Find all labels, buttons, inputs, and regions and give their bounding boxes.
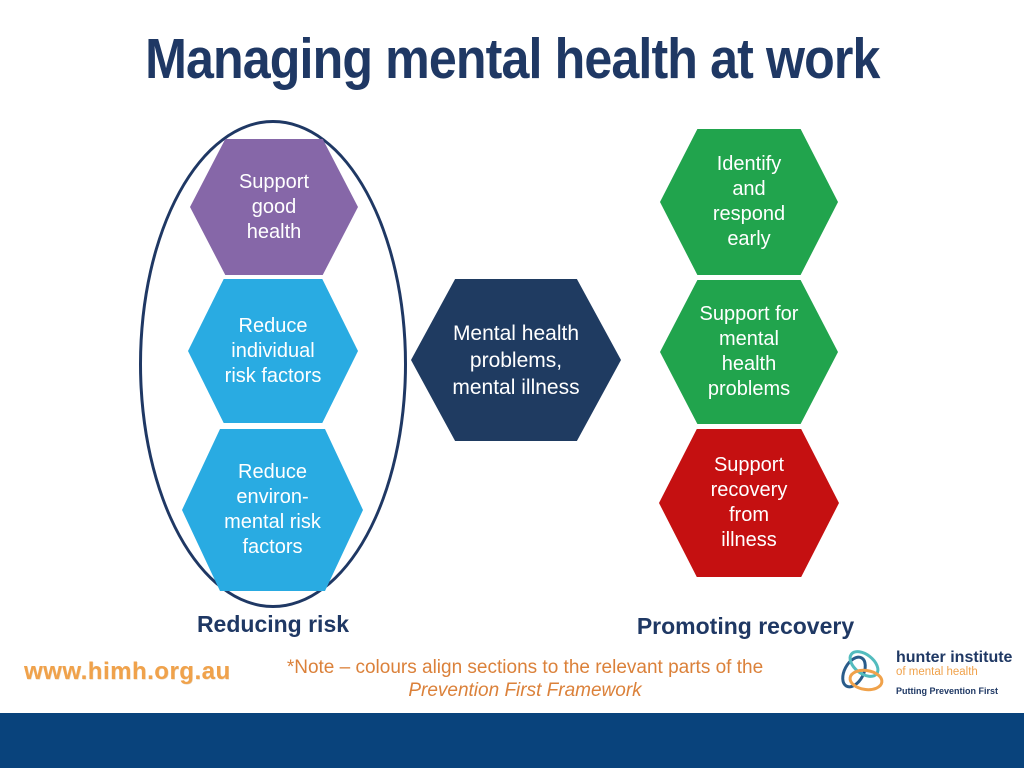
slide-title-text: Managing mental health at work <box>144 27 880 91</box>
hexagon-mental-health-problems: Mental health problems, mental illness <box>411 279 621 441</box>
himh-logo: hunter institute of mental health Puttin… <box>836 642 1012 702</box>
hexagon-label: Support recovery from illness <box>710 454 788 551</box>
logo-name: hunter institute <box>896 649 1013 666</box>
logo-subtitle: of mental health <box>896 666 978 678</box>
hexagon-reduce-individual-risk-factors: Reduce individual risk factors <box>188 279 358 423</box>
hexagon-support-for-mental-health-problems: Support for mental health problems <box>660 280 838 424</box>
note-text: *Note – colours align sections to the re… <box>255 656 795 702</box>
logo-text-block: hunter institute of mental health Puttin… <box>896 642 1013 697</box>
hexagon-label: Reduce individual risk factors <box>224 314 322 387</box>
hexagon-label: Mental health problems, mental illness <box>452 321 580 399</box>
reducing-risk-ellipse-outline <box>139 120 407 608</box>
logo-rings-icon <box>841 650 884 692</box>
hexagon-label: Support good health <box>238 170 310 243</box>
footer-bar <box>0 713 1024 768</box>
hexagon-reduce-environmental-risk-factors: Reduce environ- mental risk factors <box>182 429 363 591</box>
note-line1: *Note – colours align sections to the re… <box>286 657 764 678</box>
hexagon-label: Support for mental health problems <box>699 303 799 400</box>
promoting-recovery-label: Promoting recovery <box>636 613 855 639</box>
reducing-risk-label: Reducing risk <box>196 611 350 637</box>
hexagon-label: Identify and respond early <box>712 153 786 250</box>
logo-tagline: Putting Prevention First <box>896 686 999 696</box>
note-line2: Prevention First Framework <box>408 680 642 701</box>
hexagon-identify-and-respond-early: Identify and respond early <box>660 129 838 275</box>
hexagon-support-recovery-from-illness: Support recovery from illness <box>659 429 839 577</box>
hexagon-label: Reduce environ- mental risk factors <box>224 461 321 558</box>
hexagon-support-good-health: Support good health <box>190 139 358 275</box>
slide-title: Managing mental health at work <box>0 26 1024 92</box>
website-url: www.himh.org.au <box>24 658 231 685</box>
